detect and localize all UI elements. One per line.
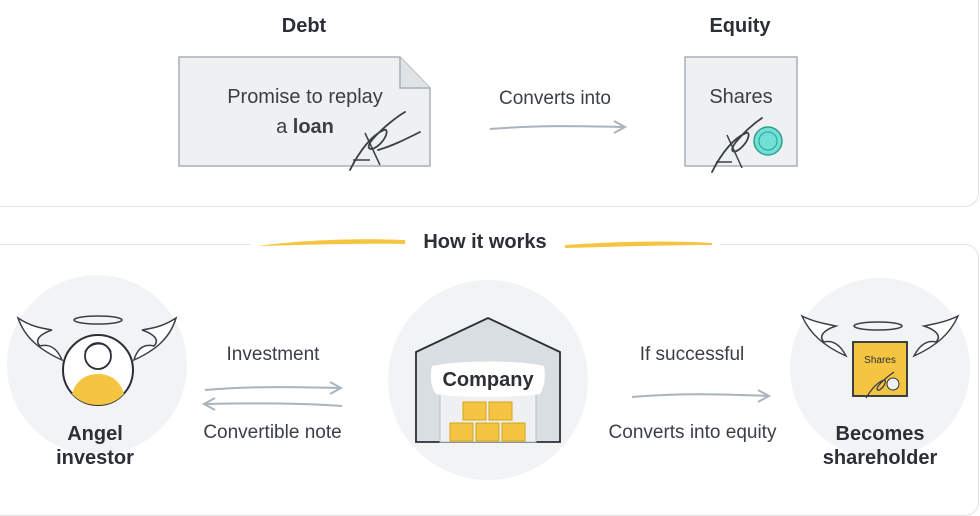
if-successful-label: If successful [639,344,745,365]
investment-arrows [201,381,344,411]
shareholder-line2: shareholder [822,447,938,469]
successful-arrow [631,389,772,403]
company-label: Company [442,369,534,391]
becomes-shareholder-label: Becomes shareholder [800,422,960,470]
debt-doc-line1: Promise to replay [227,86,383,108]
debt-doc-line2-prefix: a [276,116,293,138]
angel-investor-label: Angel investor [30,422,160,470]
angel-line2: investor [56,447,134,469]
yellow-underline-decoration [258,239,712,248]
equity-title: Equity [709,15,771,37]
converts-into-equity-label: Converts into equity [608,422,777,443]
angel-line1: Angel [67,423,123,445]
mini-shares-label: Shares [864,355,896,366]
teal-seal-icon [711,117,783,173]
shares-label: Shares [709,86,773,108]
definition-panel [0,0,979,207]
shareholder-line1: Becomes [835,423,925,445]
angel-wings-icon [7,275,187,455]
debt-title: Debt [281,15,327,37]
converts-into-label: Converts into [499,88,611,109]
how-it-works-title: How it works [423,231,547,253]
convertible-note-label: Convertible note [203,422,342,443]
converts-arrow [489,120,628,134]
investment-label: Investment [226,344,320,365]
debt-doc-loan-word: loan [292,116,334,138]
signature-icon [349,111,421,171]
debt-doc-line2: a loan [200,116,410,139]
warehouse-icon [388,280,588,480]
shareholder-icon [790,278,970,458]
